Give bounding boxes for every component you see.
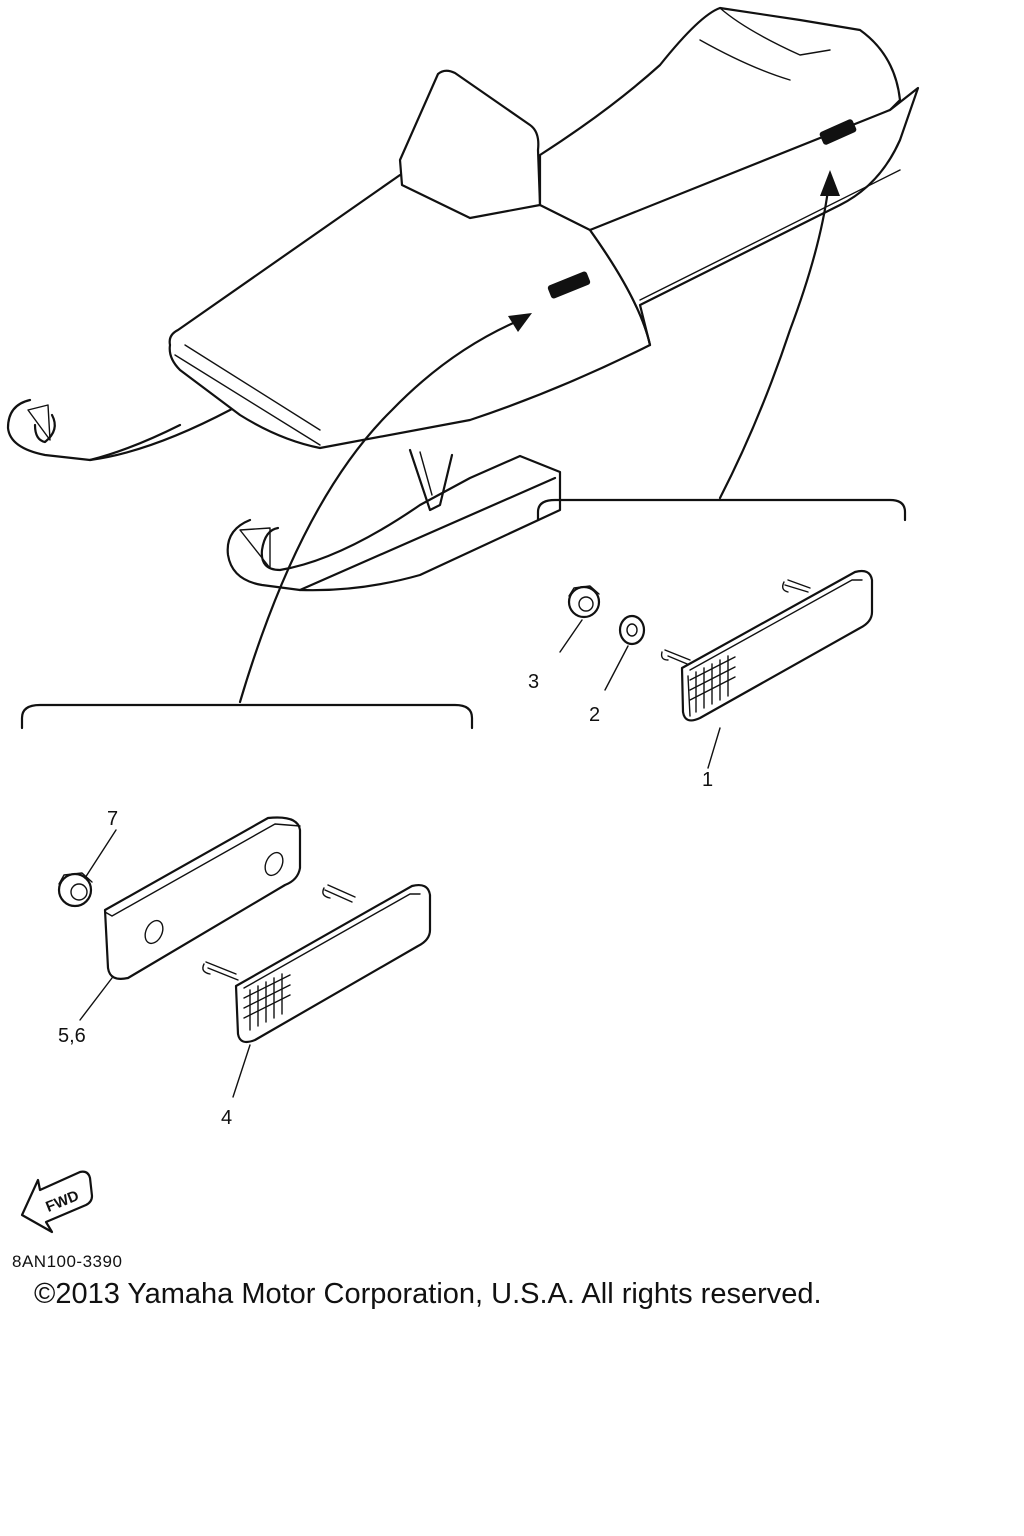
part-1-reflector xyxy=(662,571,872,720)
left-reflector-mount xyxy=(547,271,591,299)
part-4-reflector xyxy=(203,885,430,1042)
part-5-6-spacer xyxy=(105,818,300,979)
rear-ski xyxy=(228,456,560,590)
snowmobile-illustration xyxy=(8,8,918,590)
arrow-head-right-icon xyxy=(820,170,840,196)
callout-1: 1 xyxy=(702,769,713,791)
front-ski xyxy=(8,393,260,460)
part-7-nut xyxy=(59,873,92,906)
copyright-notice: ©2013 Yamaha Motor Corporation, U.S.A. A… xyxy=(34,1278,822,1310)
part-2-washer xyxy=(620,616,644,644)
leader-arrows xyxy=(240,170,840,702)
fwd-arrow-icon: FWD xyxy=(22,1172,92,1232)
bracket-left xyxy=(22,705,472,728)
callout-4: 4 xyxy=(221,1107,232,1129)
right-reflector-mount xyxy=(819,119,857,145)
arrow-head-left-icon xyxy=(508,313,532,332)
callout-5-6: 5,6 xyxy=(58,1025,86,1047)
callout-7: 7 xyxy=(107,808,118,830)
side-panel xyxy=(590,88,918,345)
callout-3: 3 xyxy=(528,671,539,693)
bracket-right xyxy=(538,500,905,520)
windshield xyxy=(400,71,540,218)
part-3-nut xyxy=(569,586,599,617)
drawing-code: 8AN100-3390 xyxy=(12,1252,123,1271)
callout-2: 2 xyxy=(589,704,600,726)
